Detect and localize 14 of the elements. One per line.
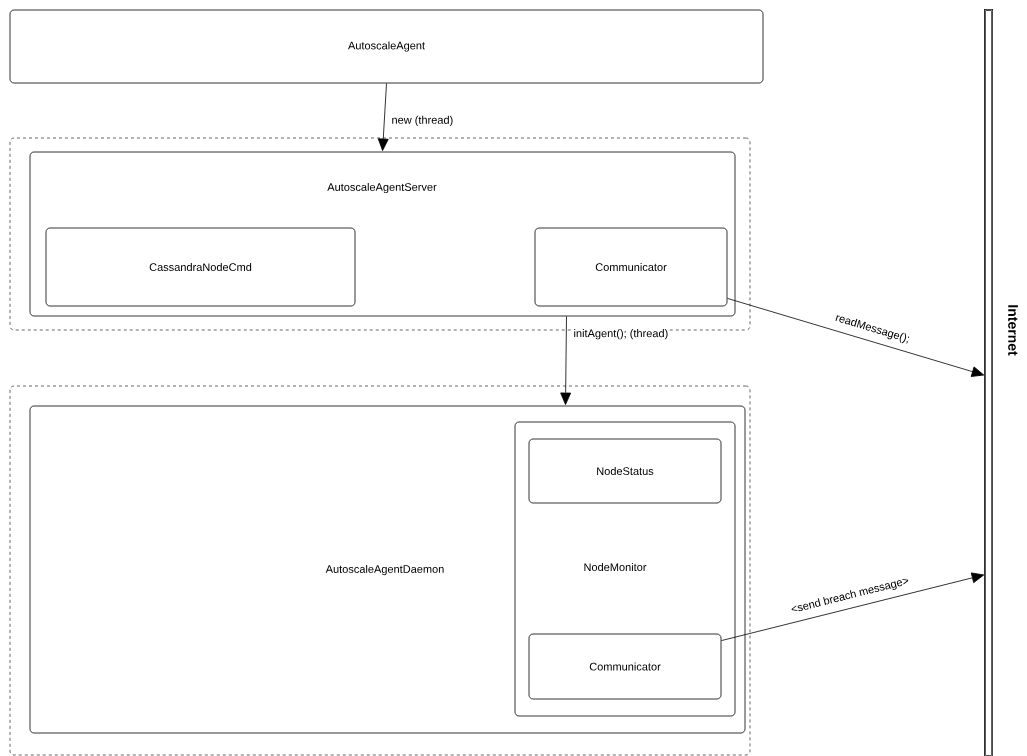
node-label: Internet: [1008, 305, 1018, 356]
arrow: [727, 298, 985, 377]
class-box: Communicator: [534, 227, 728, 307]
arrow: [721, 572, 985, 641]
edge-label: initAgent(); (thread): [572, 328, 670, 341]
arrow: [377, 83, 389, 151]
class-box: Communicator: [528, 633, 722, 700]
class-box: CassandraNodeCmd: [45, 227, 356, 307]
dashed-group-box: [9, 137, 751, 331]
class-box: AutoscaleAgent: [9, 9, 764, 84]
class-box: NodeStatus: [528, 438, 722, 504]
network-band: Internet: [984, 9, 1018, 756]
arrow: [560, 316, 572, 405]
edge-label: <send breach message>: [788, 574, 912, 617]
